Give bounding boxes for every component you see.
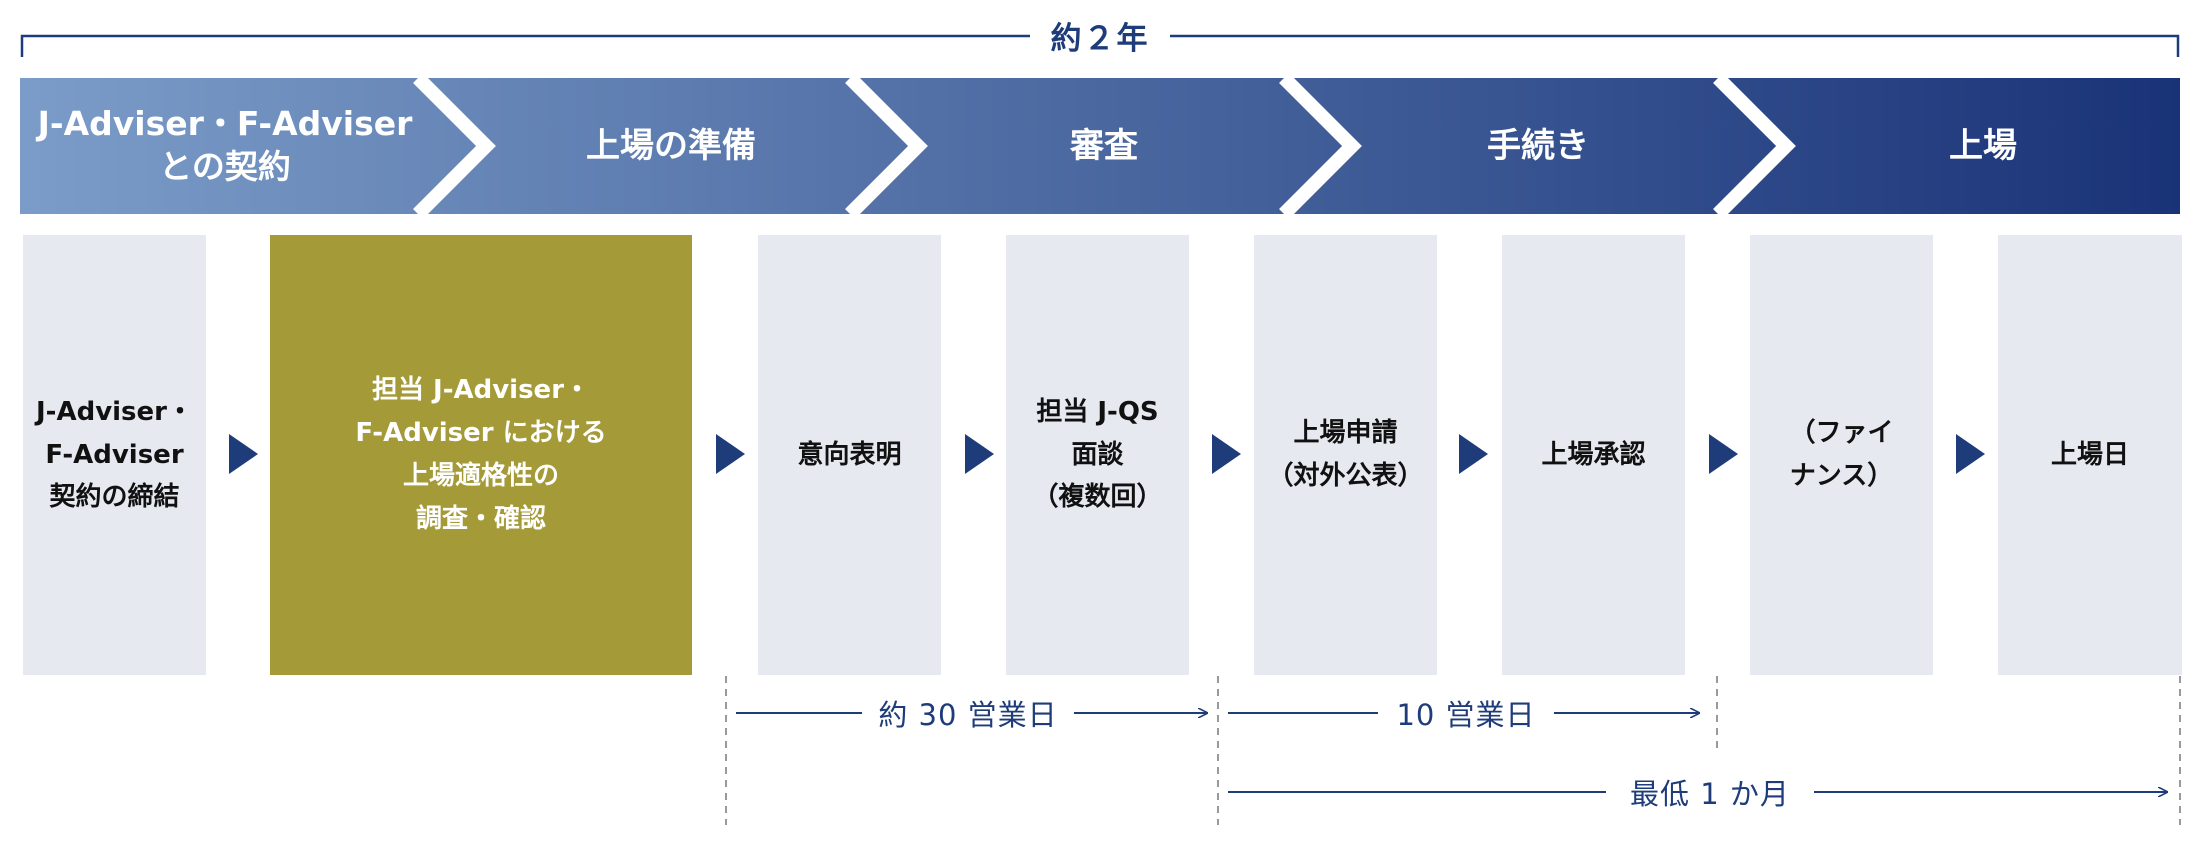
step-finance-label: （ファイ ナンス） [1789,418,1894,491]
flow-arrow-3 [965,434,994,474]
phase-procedure-label: 手続き [1487,125,1589,166]
flow-arrow-7 [1956,434,1985,474]
step-contract-signing: J-Adviser・ F-Adviser 契約の締結 [23,235,206,675]
duration-10-business-days: 10 営業日 [1378,693,1554,733]
step-suitability-review: 担当 J-Adviser・ F-Adviser における 上場適格性の 調査・確… [270,235,692,675]
duration-30-business-days: 約 30 営業日 [862,693,1074,733]
flow-arrow-1 [229,434,258,474]
step-listing-application: 上場申請 （対外公表） [1254,235,1437,675]
step-listing-application-label: 上場申請 （対外公表） [1267,418,1424,491]
step-finance: （ファイ ナンス） [1750,235,1933,675]
flow-arrow-4 [1212,434,1241,474]
phase-preparation-label: 上場の準備 [586,125,756,166]
phase-separator-4 [1713,73,1796,219]
phase-contract-label: J-Adviser・F-Adviser との契約 [37,104,413,186]
phase-separator-2 [845,73,928,219]
step-intent-declaration-label: 意向表明 [797,439,902,470]
step-listing-approval-label: 上場承認 [1541,439,1646,470]
step-listing-day: 上場日 [1998,235,2182,675]
phase-review-label: 審査 [1070,125,1138,166]
flow-arrow-5 [1459,434,1488,474]
phase-separator-3 [1279,73,1362,219]
step-jqs-interview-label: 担当 J-QS 面談 （複数回） [1032,396,1163,513]
step-intent-declaration: 意向表明 [758,235,941,675]
step-listing-approval: 上場承認 [1502,235,1685,675]
step-contract-signing-label: J-Adviser・ F-Adviser 契約の締結 [36,396,193,513]
duration-minimum-1-month: 最低 1 か月 [1606,772,1814,812]
step-listing-day-label: 上場日 [2050,439,2129,470]
phase-listing-label: 上場 [1949,125,2017,166]
total-duration-label: 約２年 [1030,10,1170,60]
flow-arrow-2 [716,434,745,474]
step-jqs-interview: 担当 J-QS 面談 （複数回） [1006,235,1189,675]
flow-arrow-6 [1709,434,1738,474]
phase-band [20,78,2180,214]
phase-separator-1 [413,73,496,219]
step-suitability-review-label: 担当 J-Adviser・ F-Adviser における 上場適格性の 調査・確… [355,375,607,534]
